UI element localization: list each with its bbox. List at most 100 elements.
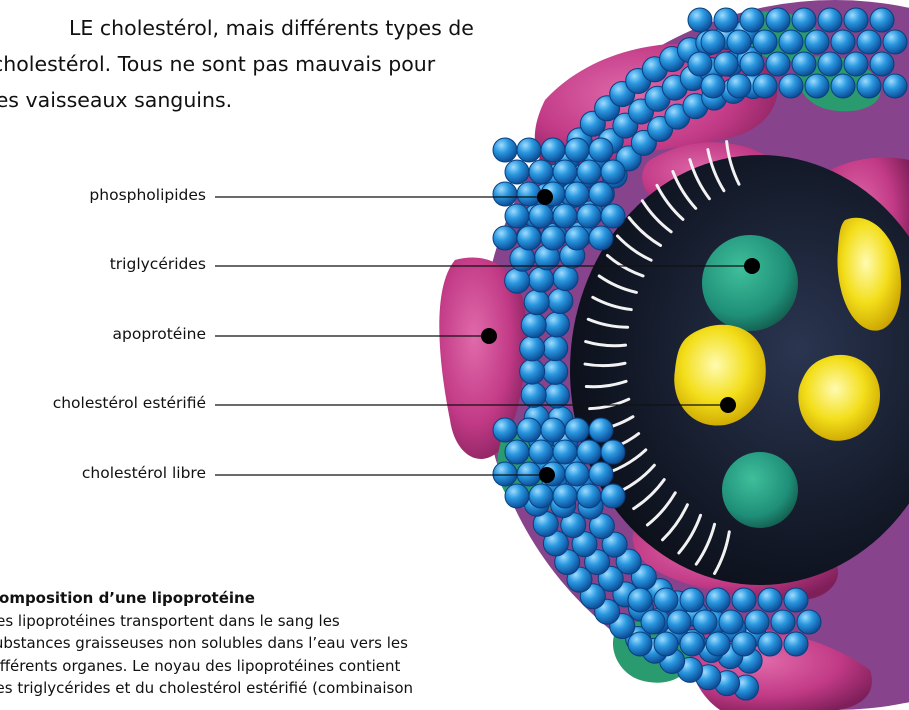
phospholipid-head [601,204,625,228]
phospholipid-head [577,160,601,184]
phospholipid-head [544,312,569,337]
phospholipid-head [589,462,613,486]
phospholipid-head [520,359,545,384]
phospholipid-head [543,359,568,384]
phospholipid-head [792,52,816,76]
phospholipid-head [517,182,541,206]
phospholipid-head [493,418,517,442]
phospholipid-head [628,632,652,656]
label-triglycerides: triglycérides [110,255,206,273]
phospholipid-head [577,204,601,228]
phospholipid-head [524,290,549,315]
label-cholesterol-libre: cholestérol libre [82,464,206,482]
phospholipid-head [779,74,803,98]
phospholipid-head [654,632,678,656]
phospholipid-head [766,52,790,76]
phospholipid-head [701,74,725,98]
phospholipid-head [553,204,577,228]
phospholipid-head [521,313,546,338]
phospholipid-head [589,182,613,206]
phospholipid-head [745,610,769,634]
phospholipid-head [589,226,613,250]
leader-dot-cholesterol-esterifie [720,397,736,413]
phospholipid-head [505,160,529,184]
phospholipid-head [589,418,613,442]
phospholipid-head [688,8,712,32]
phospholipid-head [844,52,868,76]
phospholipid-head [517,138,541,162]
phospholipid-head [714,52,738,76]
phospholipid-head [753,74,777,98]
phospholipid-head [732,632,756,656]
phospholipid-head [521,382,546,407]
phospholipid-head [493,138,517,162]
phospholipid-head [727,30,751,54]
phospholipid-head [758,632,782,656]
caption-line: substances graisseuses non solubles dans… [0,632,520,655]
phospholipid-head [541,418,565,442]
triglyceride-sphere [702,235,798,331]
phospholipid-head [818,8,842,32]
phospholipid-head [732,588,756,612]
phospholipid-head [740,52,764,76]
leader-dot-phospholipides [537,189,553,205]
phospholipid-head [601,440,625,464]
phospholipid-head [818,52,842,76]
triglyceride-sphere [722,452,798,528]
leader-dot-apoproteine [481,328,497,344]
phospholipid-head [577,440,601,464]
phospholipid-head [517,226,541,250]
phospholipid-head [529,484,553,508]
caption-line: des triglycérides et du cholestérol esté… [0,677,520,700]
phospholipid-head [831,74,855,98]
phospholipid-head [553,266,578,291]
phospholipid-head [883,30,907,54]
phospholipid-head [505,440,529,464]
phospholipid-head [654,588,678,612]
phospholipid-head [541,138,565,162]
phospholipid-head [792,8,816,32]
phospholipid-head [753,30,777,54]
phospholipid-head [784,632,808,656]
leader-dot-cholesterol-libre [539,467,555,483]
phospholipid-head [805,74,829,98]
phospholipid-head [601,160,625,184]
phospholipid-head [520,336,545,361]
caption-title: Composition d’une lipoprotéine [0,587,520,610]
figure-caption: Composition d’une lipoprotéine Les lipop… [0,587,520,700]
phospholipid-head [541,226,565,250]
phospholipid-head [693,610,717,634]
phospholipid-head [529,440,553,464]
phospholipid-head [766,8,790,32]
phospholipid-head [493,226,517,250]
phospholipid-head [493,462,517,486]
phospholipid-head [577,484,601,508]
phospholipid-head [548,289,573,314]
phospholipid-head [565,418,589,442]
label-cholesterol-esterifie: cholestérol estérifié [53,394,206,412]
phospholipid-head [505,484,529,508]
phospholipid-head [553,484,577,508]
phospholipid-head [714,8,738,32]
phospholipid-head [565,138,589,162]
phospholipid-head [505,204,529,228]
caption-line: Les lipoprotéines transportent dans le s… [0,610,520,633]
phospholipid-head [517,462,541,486]
caption-line: différents organes. Le noyau des lipopro… [0,655,520,678]
phospholipid-head [565,462,589,486]
phospholipid-head [543,336,568,361]
label-phospholipides: phospholipides [89,186,206,204]
phospholipid-head [883,74,907,98]
phospholipid-head [727,74,751,98]
phospholipid-head [628,588,652,612]
phospholipid-head [857,74,881,98]
phospholipid-head [740,8,764,32]
phospholipid-head [784,588,808,612]
phospholipid-head [589,138,613,162]
phospholipid-head [870,8,894,32]
phospholipid-head [553,440,577,464]
phospholipid-head [529,267,554,292]
phospholipid-head [680,588,704,612]
phospholipid-head [706,632,730,656]
phospholipid-head [529,160,553,184]
